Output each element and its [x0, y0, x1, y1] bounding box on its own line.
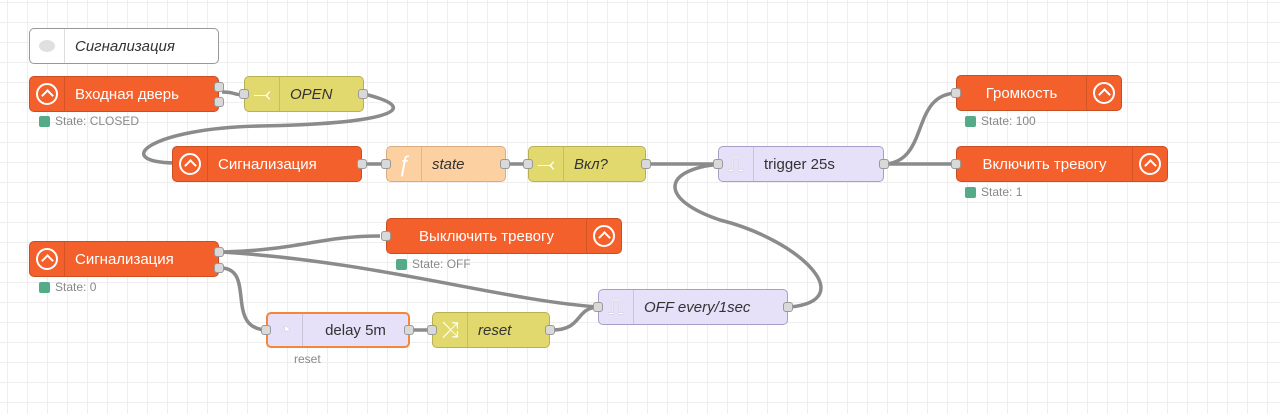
- node-delay-sublabel: reset: [294, 352, 321, 366]
- node-door-status: State: CLOSED: [39, 114, 139, 128]
- comment-node[interactable]: Сигнализация: [29, 28, 219, 64]
- node-alarm-on[interactable]: Включить тревогу: [956, 146, 1168, 182]
- wire-alarmin-delay[interactable]: [221, 266, 269, 332]
- node-reset-label: reset: [478, 321, 512, 339]
- node-reset[interactable]: ⤨ reset: [432, 312, 550, 348]
- trigger-icon: ⎍: [719, 147, 754, 181]
- node-door-output-port-2[interactable]: [214, 97, 224, 107]
- node-state-label: state: [432, 155, 465, 173]
- node-volume-input-port[interactable]: [951, 88, 961, 98]
- switch-icon: ⤙: [245, 77, 280, 111]
- node-door-output-port-1[interactable]: [214, 82, 224, 92]
- home-assistant-icon: [30, 242, 65, 276]
- node-trigger[interactable]: ⎍ trigger 25s: [718, 146, 884, 182]
- node-alarm-out[interactable]: Сигнализация: [172, 146, 362, 182]
- wire-alarmin-every[interactable]: [221, 250, 599, 309]
- node-delay-output-port[interactable]: [404, 325, 414, 335]
- node-trigger-output-port[interactable]: [879, 159, 889, 169]
- status-dot: [39, 281, 50, 293]
- node-on[interactable]: ⤙ Вкл?: [528, 146, 646, 182]
- node-alarm-off-label: Выключить тревогу: [419, 227, 554, 245]
- node-open-label: OPEN: [290, 85, 333, 103]
- home-assistant-icon: [586, 219, 621, 253]
- home-assistant-icon: [1086, 76, 1121, 110]
- node-on-label: Вкл?: [574, 155, 608, 173]
- home-assistant-icon: [173, 147, 208, 181]
- status-dot: [965, 115, 976, 127]
- node-alarm-on-status: State: 1: [965, 185, 1022, 199]
- timer-icon: ◔: [268, 314, 303, 346]
- node-every-label: OFF every/1sec: [644, 298, 751, 316]
- node-on-input-port[interactable]: [523, 159, 533, 169]
- wire-every-loop[interactable]: [673, 162, 823, 309]
- trigger-icon: ⎍: [599, 290, 634, 324]
- node-volume-status: State: 100: [965, 114, 1036, 128]
- node-door[interactable]: Входная дверь: [29, 76, 219, 112]
- wire-open-alarm[interactable]: [142, 92, 396, 165]
- node-open-input-port[interactable]: [239, 89, 249, 99]
- node-open-output-port[interactable]: [358, 89, 368, 99]
- node-trigger-input-port[interactable]: [713, 159, 723, 169]
- node-alarm-on-label: Включить тревогу: [982, 155, 1107, 173]
- node-reset-output-port[interactable]: [545, 325, 555, 335]
- node-every-output-port[interactable]: [783, 302, 793, 312]
- node-alarm-out-output-port[interactable]: [357, 159, 367, 169]
- node-open[interactable]: ⤙ OPEN: [244, 76, 364, 112]
- node-state-output-port[interactable]: [500, 159, 510, 169]
- node-delay-label: delay 5m: [325, 321, 386, 339]
- node-alarm-in-output-port-2[interactable]: [214, 263, 224, 273]
- comment-icon: [30, 29, 65, 63]
- home-assistant-icon: [1132, 147, 1167, 181]
- node-reset-input-port[interactable]: [427, 325, 437, 335]
- node-delay[interactable]: ◔ delay 5m: [266, 312, 410, 348]
- node-volume-label: Громкость: [985, 84, 1058, 102]
- node-volume[interactable]: Громкость: [956, 75, 1122, 111]
- comment-label: Сигнализация: [75, 37, 175, 55]
- node-delay-input-port[interactable]: [261, 325, 271, 335]
- status-dot: [965, 186, 976, 198]
- node-state-input-port[interactable]: [381, 159, 391, 169]
- wire-alarmin-off[interactable]: [221, 234, 381, 254]
- home-assistant-icon: [30, 77, 65, 111]
- node-alarm-in-label: Сигнализация: [75, 250, 174, 268]
- wire-trigger-volume[interactable]: [885, 91, 959, 166]
- node-alarm-off-status: State: OFF: [396, 257, 471, 271]
- switch-icon: ⤙: [529, 147, 564, 181]
- status-dot: [396, 258, 407, 270]
- node-on-output-port[interactable]: [641, 159, 651, 169]
- node-every-input-port[interactable]: [593, 302, 603, 312]
- node-every[interactable]: ⎍ OFF every/1sec: [598, 289, 788, 325]
- node-trigger-label: trigger 25s: [764, 155, 835, 173]
- node-alarm-off-input-port[interactable]: [381, 231, 391, 241]
- shuffle-icon: ⤨: [433, 313, 468, 347]
- node-alarm-in[interactable]: Сигнализация: [29, 241, 219, 277]
- node-alarm-on-input-port[interactable]: [951, 159, 961, 169]
- node-state[interactable]: ƒ state: [386, 146, 506, 182]
- node-alarm-in-output-port-1[interactable]: [214, 247, 224, 257]
- node-alarm-off[interactable]: Выключить тревогу: [386, 218, 622, 254]
- function-icon: ƒ: [387, 147, 422, 181]
- node-alarm-out-label: Сигнализация: [218, 155, 317, 173]
- node-alarm-in-status: State: 0: [39, 280, 96, 294]
- status-dot: [39, 115, 50, 127]
- node-door-label: Входная дверь: [75, 85, 179, 103]
